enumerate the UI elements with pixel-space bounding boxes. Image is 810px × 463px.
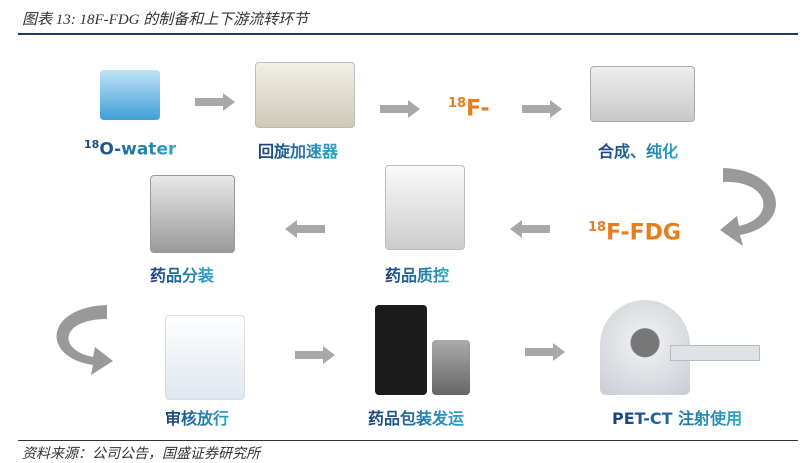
arrow-left-icon — [510, 220, 550, 238]
release-staff-image — [165, 315, 245, 400]
arrow-right-icon — [295, 346, 335, 364]
source-divider — [18, 440, 798, 441]
figure-title: 图表 13: 18F-FDG 的制备和上下游流转环节 — [22, 12, 309, 28]
source-note: 资料来源：公司公告，国盛证券研究所 — [22, 447, 260, 462]
water-vials-image — [100, 70, 160, 120]
label-dispensing: 药品分装 — [150, 262, 214, 286]
shipping-case-image — [375, 305, 427, 395]
label-cyclotron: 回旋加速器 — [258, 138, 338, 162]
quality-control-instrument-image — [385, 165, 465, 250]
curved-arrow-down-icon — [56, 305, 113, 375]
label-18f-ion: 18F- — [448, 96, 490, 122]
title-divider — [18, 33, 798, 35]
arrow-right-icon — [380, 100, 420, 118]
label-18f-fdg: 18F-FDG — [588, 220, 681, 246]
arrow-right-icon — [522, 100, 562, 118]
label-18o-water: 18O-water — [84, 138, 177, 160]
arrow-right-icon — [525, 343, 565, 361]
pet-ct-scanner-image — [600, 300, 760, 395]
synthesis-module-image — [590, 66, 695, 122]
curved-arrow-down-icon — [720, 168, 776, 246]
label-synthesis: 合成、纯化 — [598, 138, 678, 162]
arrow-left-icon — [285, 220, 325, 238]
label-pet-ct: PET-CT 注射使用 — [612, 405, 742, 429]
label-release: 审核放行 — [165, 405, 229, 429]
label-quality-control: 药品质控 — [385, 262, 449, 286]
label-packaging-shipping: 药品包装发运 — [368, 405, 464, 429]
lead-container-image — [432, 340, 470, 395]
dispensing-hot-cell-image — [150, 175, 235, 253]
cyclotron-image — [255, 62, 355, 128]
arrow-right-icon — [195, 93, 235, 111]
